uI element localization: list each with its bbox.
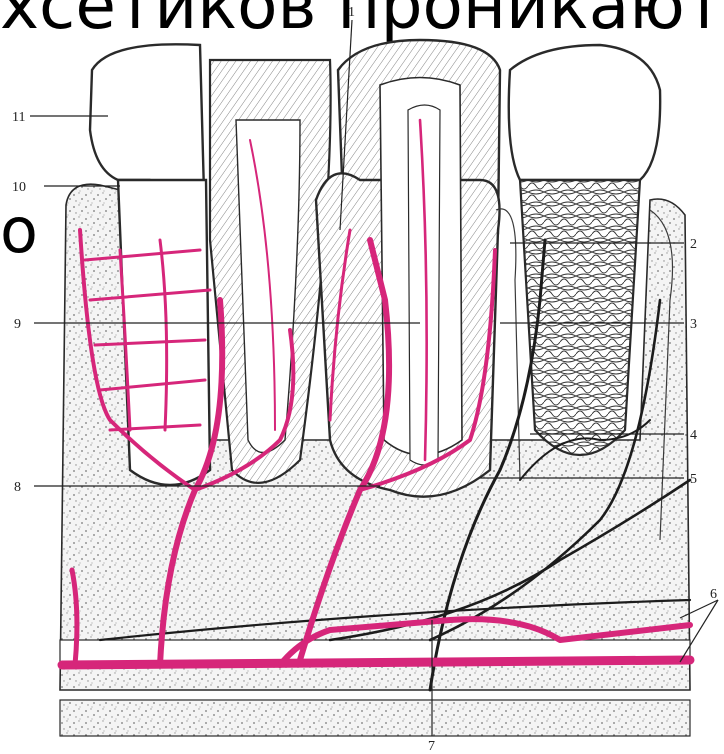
tooth-right-crown xyxy=(509,45,660,180)
label-9: 9 xyxy=(14,317,21,332)
label-6: 6 xyxy=(710,587,717,602)
label-1: 1 xyxy=(348,5,355,20)
label-11: 11 xyxy=(12,110,25,125)
label-10: 10 xyxy=(12,180,26,195)
cortical-layer-lower xyxy=(60,700,690,736)
label-2: 2 xyxy=(690,237,697,252)
label-4: 4 xyxy=(690,428,697,443)
label-8: 8 xyxy=(14,480,21,495)
label-5: 5 xyxy=(690,472,697,487)
label-7: 7 xyxy=(428,739,435,754)
label-3: 3 xyxy=(690,317,697,332)
pulp-canal xyxy=(408,105,440,465)
